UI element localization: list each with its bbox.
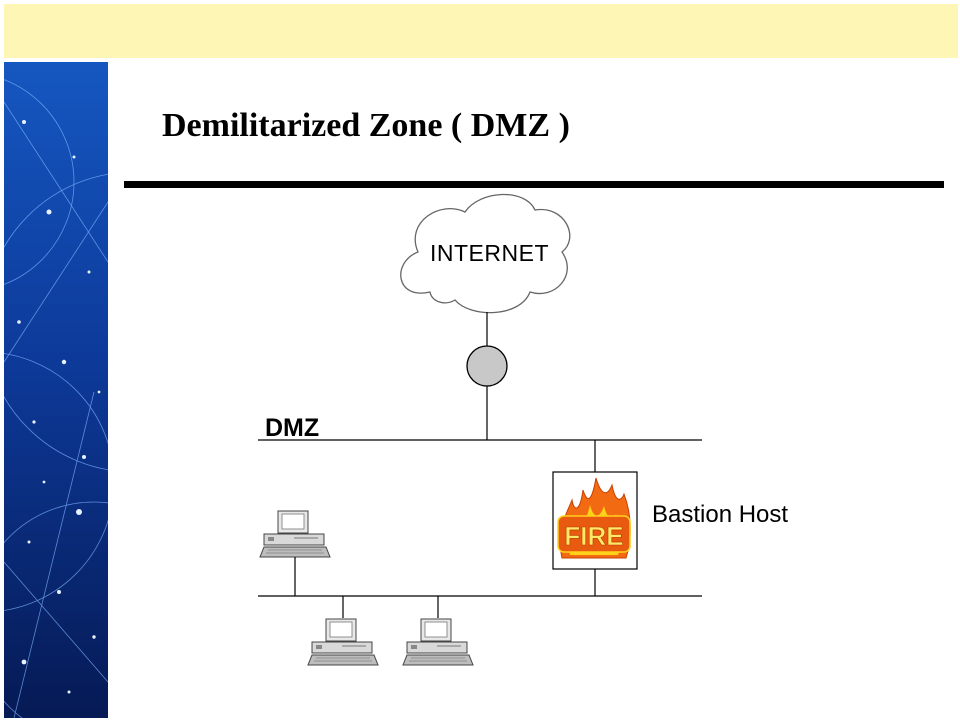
title-underline <box>124 181 944 188</box>
internet-label: INTERNET <box>430 240 549 266</box>
computer-icon <box>259 510 331 558</box>
cloud-icon <box>400 193 571 314</box>
top-band <box>4 4 958 58</box>
computer-icon <box>307 618 379 666</box>
slide-title: Demilitarized Zone ( DMZ ) <box>162 107 570 144</box>
fire-icon: FIRE <box>552 471 638 570</box>
decorative-side-panel <box>4 62 108 718</box>
star-chart-image <box>4 62 108 718</box>
dmz-label: DMZ <box>265 414 320 442</box>
bastion-host-label: Bastion Host <box>652 501 789 528</box>
fire-icon-text: FIRE <box>564 521 623 551</box>
computer-icon <box>402 618 474 666</box>
router-icon <box>466 345 508 387</box>
